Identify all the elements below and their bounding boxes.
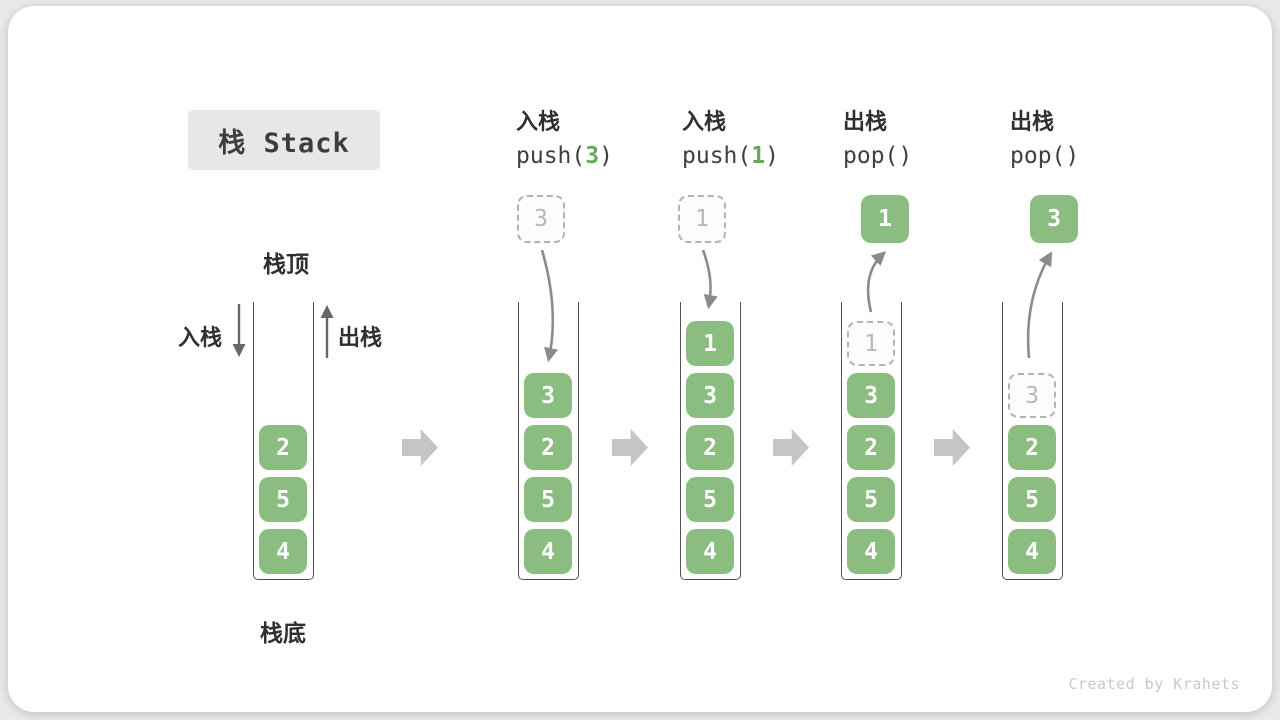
code-arg: 1 [751, 143, 766, 169]
stack-item: 5 [524, 477, 572, 522]
code-label: push(3) [516, 143, 613, 169]
stack-bottom-label: 栈底 [260, 621, 306, 647]
column-header-pop1: 出栈 pop() [843, 104, 912, 169]
op-label: 出栈 [1010, 110, 1055, 135]
stack-item: 4 [847, 529, 895, 574]
floating-item-dashed: 3 [517, 195, 565, 243]
stack-item: 2 [259, 425, 307, 470]
push-label: 入栈 [178, 326, 223, 351]
stack-item: 5 [1008, 477, 1056, 522]
code-label: push(1) [682, 143, 779, 169]
ghost-item: 3 [1008, 373, 1056, 418]
stack-top-label: 栈顶 [263, 252, 309, 278]
floating-item-popped: 3 [1030, 195, 1078, 243]
stack-item: 5 [847, 477, 895, 522]
stack-item: 4 [686, 529, 734, 574]
pop-label: 出栈 [338, 326, 383, 351]
column-header-push1: 入栈 push(1) [682, 104, 779, 169]
stack-item: 2 [1008, 425, 1056, 470]
title-badge: 栈 Stack [188, 110, 380, 170]
stack-item: 1 [686, 321, 734, 366]
stack-item: 2 [686, 425, 734, 470]
op-label: 入栈 [516, 110, 561, 135]
watermark: Created by Krahets [1068, 675, 1240, 693]
floating-item-popped: 1 [861, 195, 909, 243]
stack-item: 5 [686, 477, 734, 522]
code-arg: 3 [585, 143, 600, 169]
stack-item: 2 [524, 425, 572, 470]
stack-item: 4 [524, 529, 572, 574]
stack-item: 3 [686, 373, 734, 418]
code-label: pop() [843, 143, 913, 169]
stack-item: 4 [1008, 529, 1056, 574]
stack-item: 4 [259, 529, 307, 574]
floating-item-dashed: 1 [678, 195, 726, 243]
stack-item: 2 [847, 425, 895, 470]
code-label: pop() [1010, 143, 1080, 169]
ghost-item: 1 [847, 321, 895, 366]
stack-item: 5 [259, 477, 307, 522]
column-header-pop2: 出栈 pop() [1010, 104, 1079, 169]
op-label: 出栈 [843, 110, 888, 135]
stack-item: 3 [847, 373, 895, 418]
op-label: 入栈 [682, 110, 727, 135]
stack-item: 3 [524, 373, 572, 418]
column-header-push3: 入栈 push(3) [516, 104, 613, 169]
